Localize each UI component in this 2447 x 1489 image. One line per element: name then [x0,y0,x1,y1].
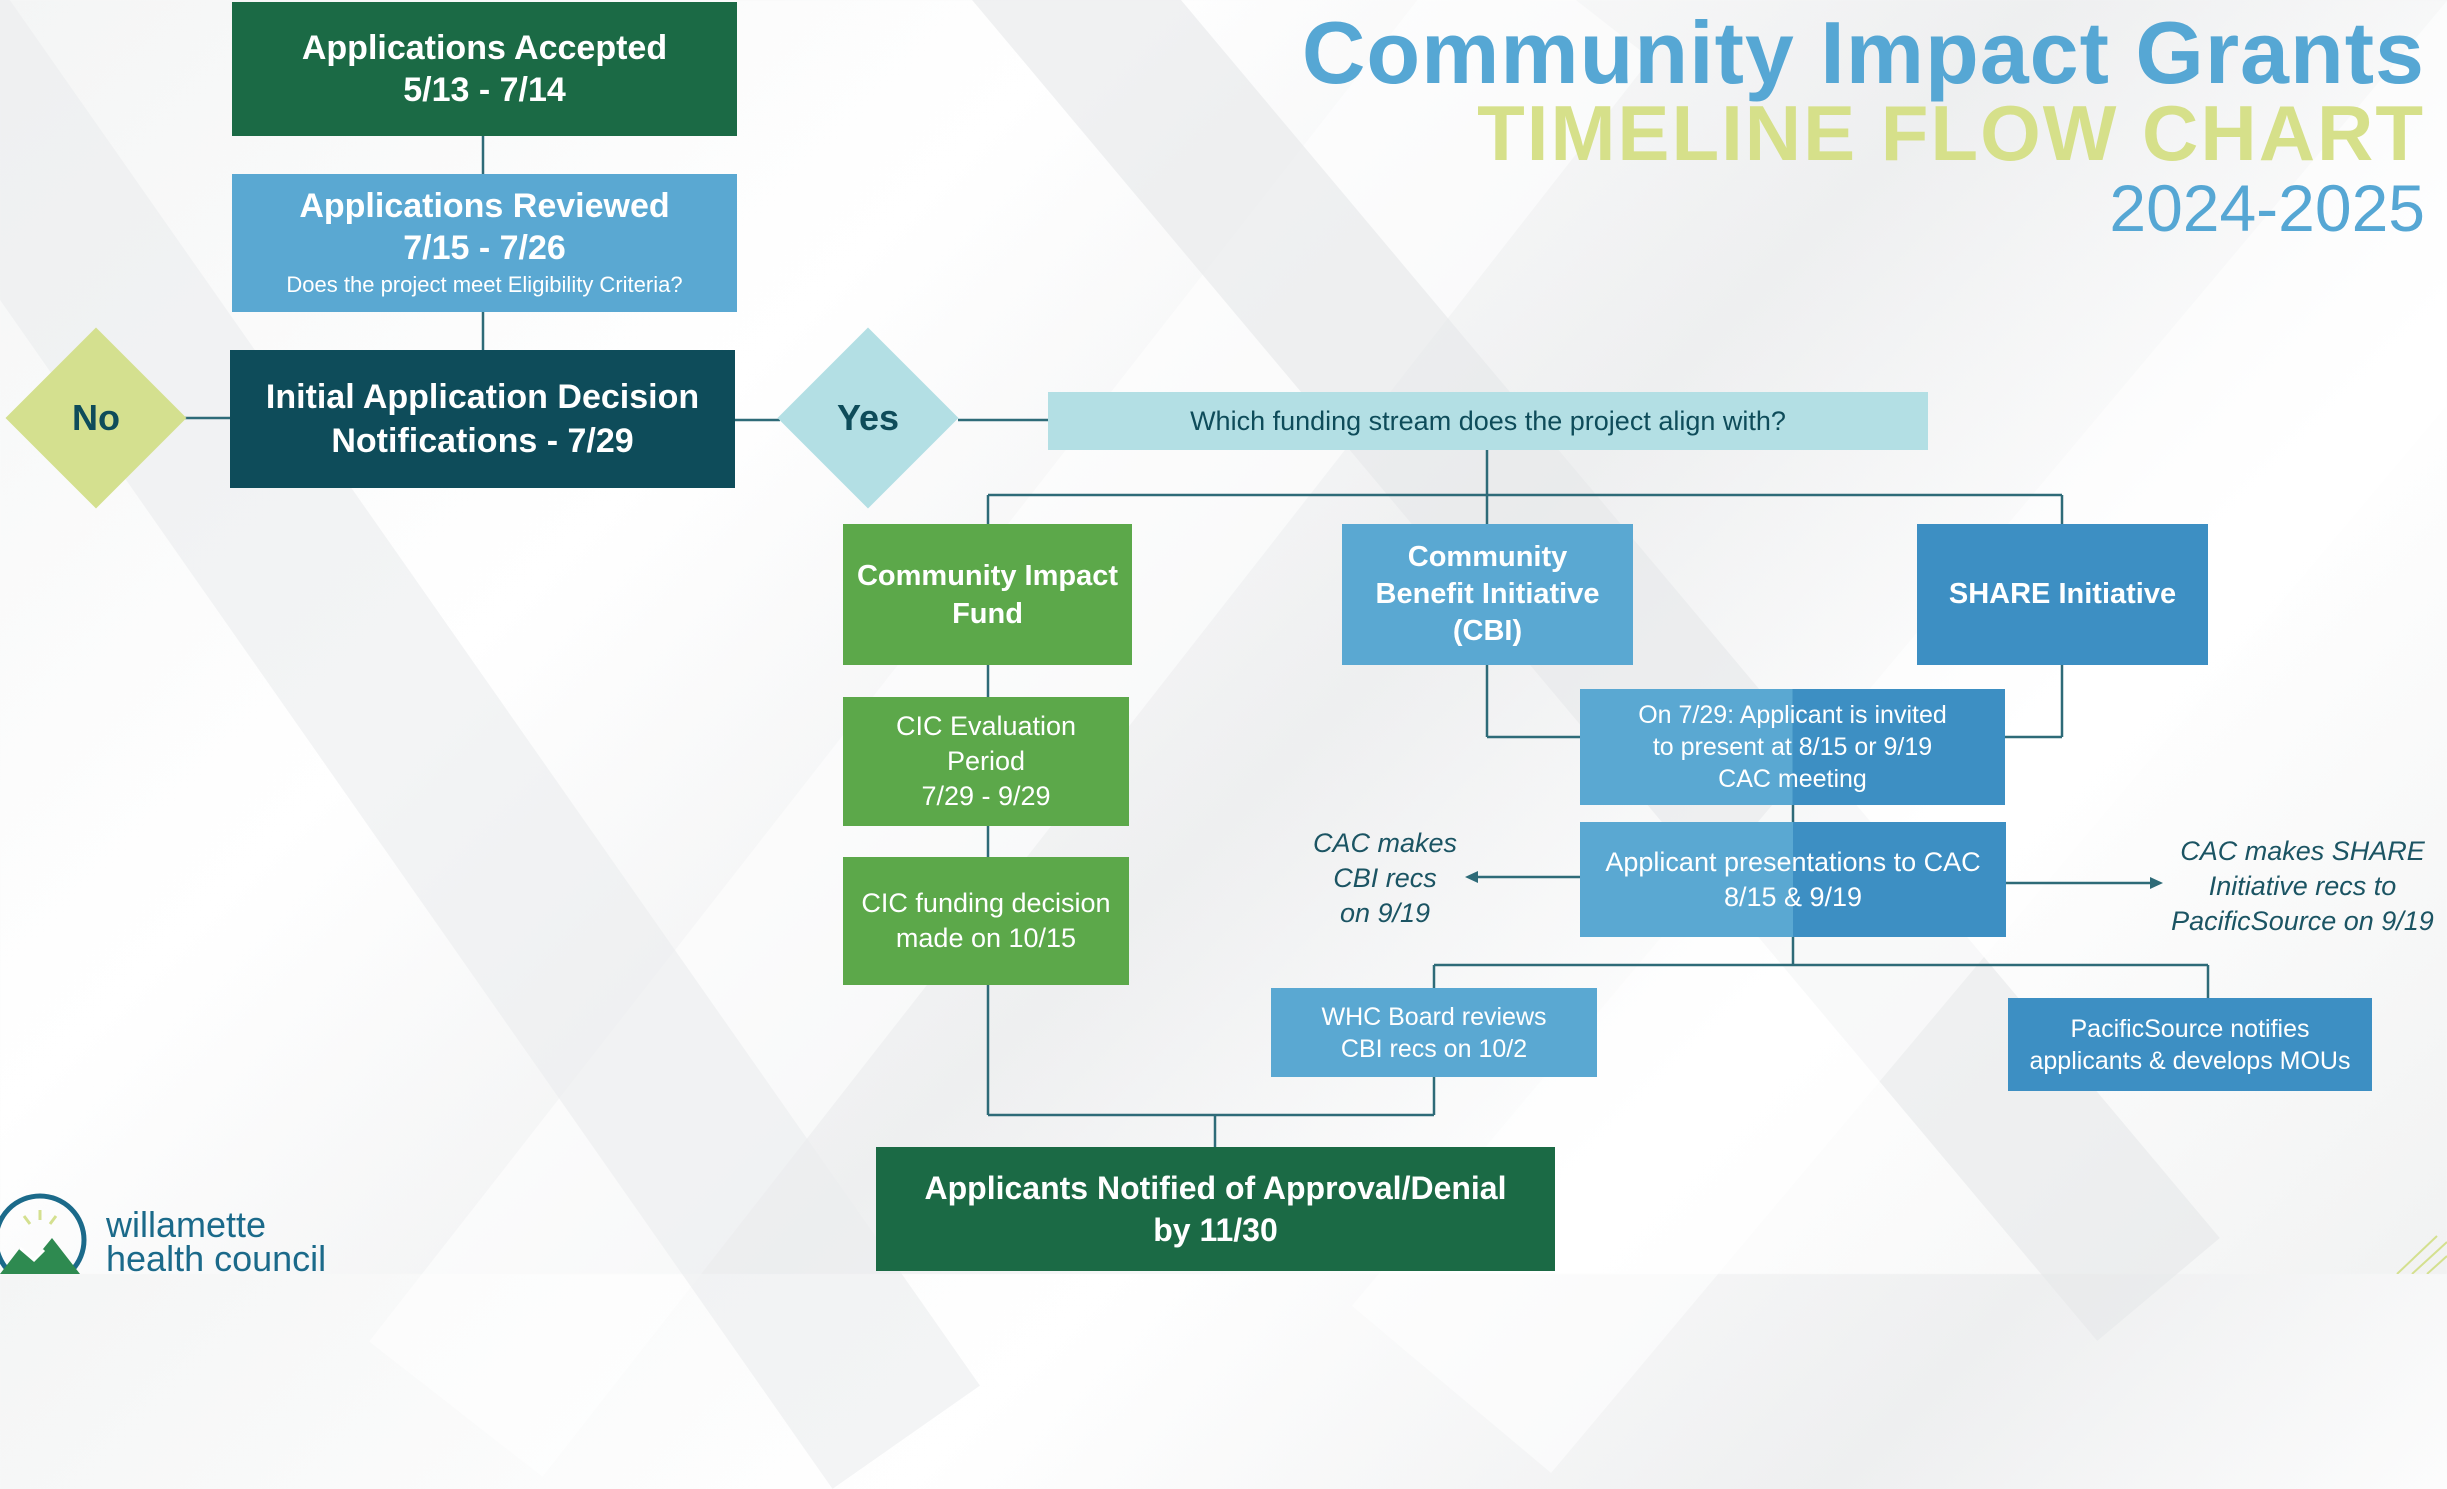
logo-line2: health council [106,1238,327,1279]
pacific-line2: applicants & develops MOUs [2029,1046,2351,1075]
cic-eval-line3: 7/29 - 9/29 [921,781,1051,811]
no-label: No [72,397,120,438]
accepted-dates: 5/13 - 7/14 [403,71,566,109]
whc-line1: WHC Board reviews [1321,1002,1547,1031]
cbi-line1: Community [1407,541,1568,573]
final-line1: Applicants Notified of Approval/Denial [924,1170,1507,1206]
applications-reviewed-box: Applications Reviewed 7/15 - 7/26 Does t… [232,174,737,312]
presentations-line1: Applicant presentations to CAC [1605,846,1981,877]
logo-text: willamette health council [106,1204,327,1279]
reviewed-title: Applications Reviewed [299,187,670,225]
cac-share-line2: Initiative recs to [2208,871,2397,901]
cac-cbi-line3: on 9/19 [1339,898,1431,928]
cif-line1: Community Impact [856,559,1119,592]
whc-board-review-box: WHC Board reviews CBI recs on 10/2 [1271,988,1597,1077]
page-year: 2024-2025 [2109,171,2425,245]
page-title: Community Impact Grants [1301,3,2425,102]
yes-label: Yes [836,397,900,438]
cic-decision-line2: made on 10/15 [895,923,1077,953]
presentations-line2: 8/15 & 9/19 [1723,881,1863,912]
cac-cbi-line1: CAC makes [1312,828,1458,858]
funding-stream-question: Which funding stream does the project al… [1190,405,1786,436]
cac-share-line1: CAC makes SHARE [2180,836,2425,866]
invite-line1: On 7/29: Applicant is invited [1638,701,1947,729]
cac-share-line3: PacificSource on 9/19 [2171,906,2434,936]
invite-line2: to present at 8/15 or 9/19 [1652,733,1933,761]
cic-decision-line1: CIC funding decision [861,888,1111,918]
final-line2: by 11/30 [1153,1212,1278,1248]
page-subtitle: TIMELINE FLOW CHART [1477,89,2425,177]
decision-line2: Notifications - 7/29 [331,422,634,460]
decision-line1: Initial Application Decision [265,378,700,416]
invite-line3: CAC meeting [1718,765,1867,793]
share-label: SHARE Initiative [1948,578,2177,610]
cif-line2: Fund [952,597,1023,630]
cbi-line3: (CBI) [1452,615,1523,647]
applications-accepted-box: Applications Accepted 5/13 - 7/14 [232,2,737,136]
cic-funding-decision-box: CIC funding decision made on 10/15 [843,857,1129,985]
cac-share-recs-note: CAC makes SHARE Initiative recs to Pacif… [2160,834,2445,939]
cac-cbi-line2: CBI recs [1333,863,1437,893]
funding-stream-question-box: Which funding stream does the project al… [1048,392,1928,450]
pacificsource-notifies-box: PacificSource notifies applicants & deve… [2008,998,2372,1091]
reviewed-question: Does the project meet Eligibility Criter… [286,272,683,297]
cac-cbi-recs-note: CAC makes CBI recs on 9/19 [1290,826,1480,931]
reviewed-dates: 7/15 - 7/26 [403,229,566,267]
initial-decision-box: Initial Application Decision Notificatio… [230,350,735,488]
final-notification-box: Applicants Notified of Approval/Denial b… [876,1147,1555,1271]
community-benefit-initiative-box: Community Benefit Initiative (CBI) [1342,524,1633,665]
cbi-line2: Benefit Initiative [1375,578,1600,610]
presentation-invite-box: On 7/29: Applicant is invited to present… [1580,689,2005,805]
accepted-title: Applications Accepted [301,29,668,67]
logo-line1: willamette [106,1204,267,1245]
cic-evaluation-box: CIC Evaluation Period 7/29 - 9/29 [843,697,1129,826]
whc-line2: CBI recs on 10/2 [1340,1034,1528,1063]
cic-eval-line2: Period [946,746,1026,776]
community-impact-fund-box: Community Impact Fund [843,524,1132,665]
connector-lines [185,136,2210,1147]
cic-eval-line1: CIC Evaluation [895,711,1077,741]
pacific-line1: PacificSource notifies [2070,1014,2310,1043]
willamette-logo-icon [0,1193,87,1274]
cac-presentations-box: Applicant presentations to CAC 8/15 & 9/… [1580,822,2006,937]
corner-decoration [2396,1235,2447,1274]
share-initiative-box: SHARE Initiative [1917,524,2208,665]
